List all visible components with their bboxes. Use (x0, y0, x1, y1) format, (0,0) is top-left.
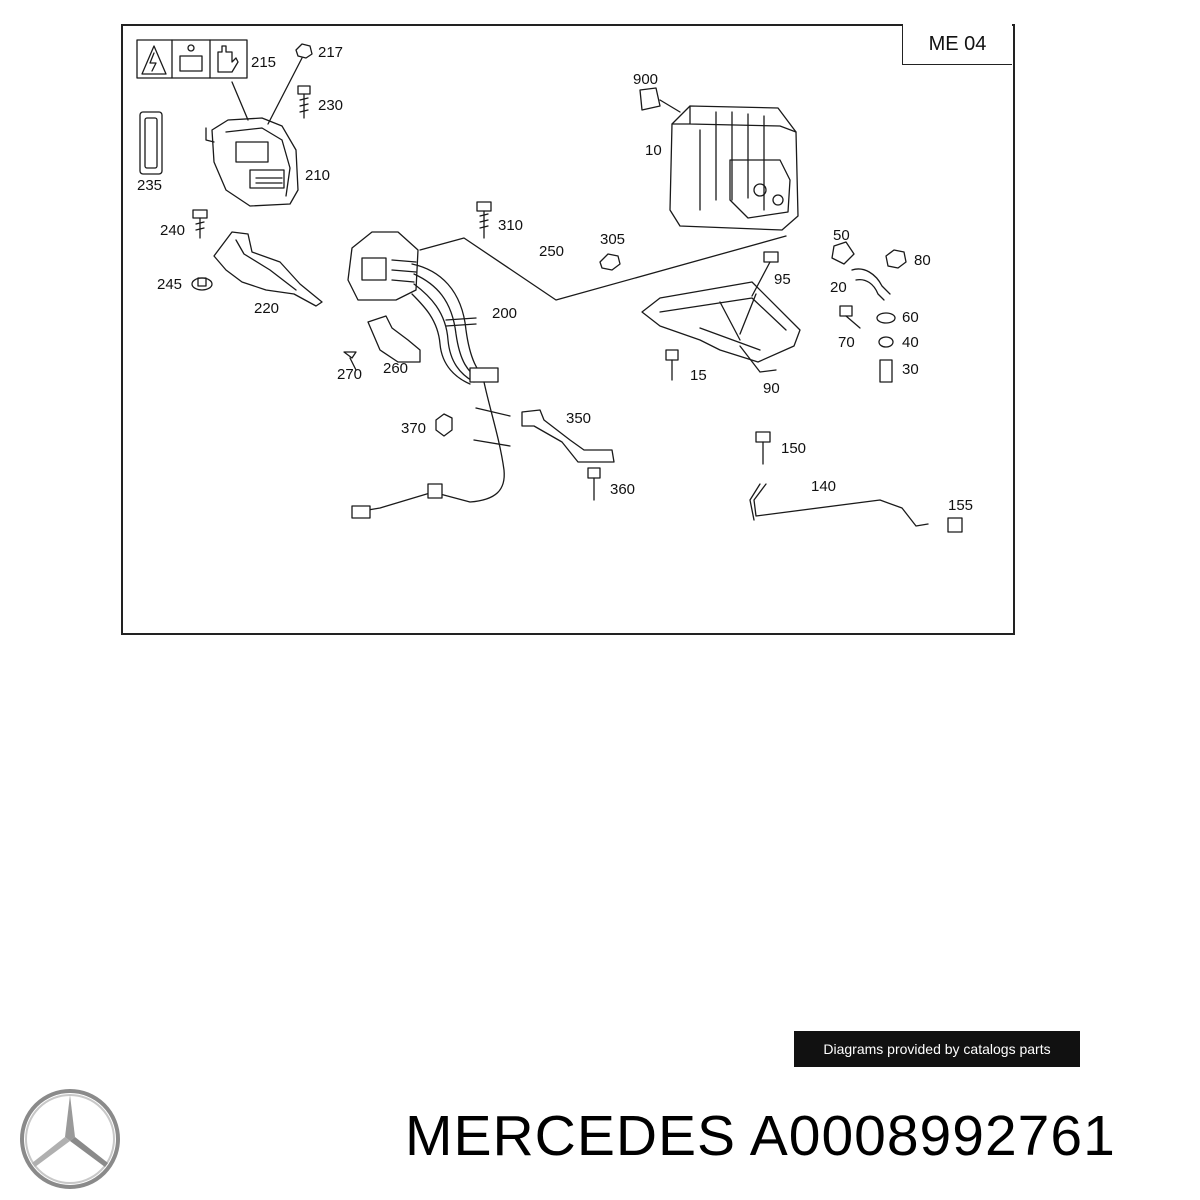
callout-60: 60 (902, 309, 919, 326)
charger-unit-part (347, 231, 511, 519)
callout-270: 270 (337, 366, 363, 383)
callout-155: 155 (948, 497, 974, 514)
mercedes-star-icon (20, 1089, 120, 1189)
gasket-part (139, 111, 163, 175)
callout-215: 215 (251, 54, 277, 71)
tray-part (641, 251, 801, 381)
callout-260: 260 (383, 360, 409, 377)
junction-box-part (205, 57, 303, 207)
callout-240: 240 (160, 222, 186, 239)
callout-10: 10 (645, 142, 662, 159)
part-number-title: MERCEDES A0008992761 (405, 1104, 1116, 1168)
callout-20: 20 (830, 279, 847, 296)
callout-235: 235 (137, 177, 163, 194)
callout-15: 15 (690, 367, 707, 384)
callout-90: 90 (763, 380, 780, 397)
bolt-part (297, 85, 311, 119)
battery-module-part (639, 87, 799, 231)
callout-370: 370 (401, 420, 427, 437)
callout-30: 30 (902, 361, 919, 378)
callout-40: 40 (902, 334, 919, 351)
diagram-credit-banner: Diagrams provided by catalogs parts (794, 1031, 1080, 1067)
callout-140: 140 (811, 478, 837, 495)
shield-part (343, 315, 421, 371)
bracket-part (191, 209, 323, 307)
callout-70: 70 (838, 334, 855, 351)
callout-50: 50 (833, 227, 850, 244)
callout-220: 220 (254, 300, 280, 317)
nut-part (295, 43, 313, 59)
callout-350: 350 (566, 410, 592, 427)
callout-250: 250 (539, 243, 565, 260)
mount-bracket-part (435, 409, 615, 501)
callout-245: 245 (157, 276, 183, 293)
callout-305: 305 (600, 231, 626, 248)
callout-230: 230 (318, 97, 344, 114)
callout-150: 150 (781, 440, 807, 457)
leader-line-250 (419, 235, 787, 301)
callout-217: 217 (318, 44, 344, 61)
callout-95: 95 (774, 271, 791, 288)
coolant-fitting-part (831, 241, 907, 383)
section-code-label: ME 04 (902, 24, 1012, 65)
callout-310: 310 (498, 217, 524, 234)
callout-80: 80 (914, 252, 931, 269)
pipe-part (749, 431, 963, 533)
callout-360: 360 (610, 481, 636, 498)
fastener-part (476, 201, 621, 271)
callout-210: 210 (305, 167, 331, 184)
callout-200: 200 (492, 305, 518, 322)
callout-900: 900 (633, 71, 659, 88)
warning-label-icon (136, 39, 248, 79)
